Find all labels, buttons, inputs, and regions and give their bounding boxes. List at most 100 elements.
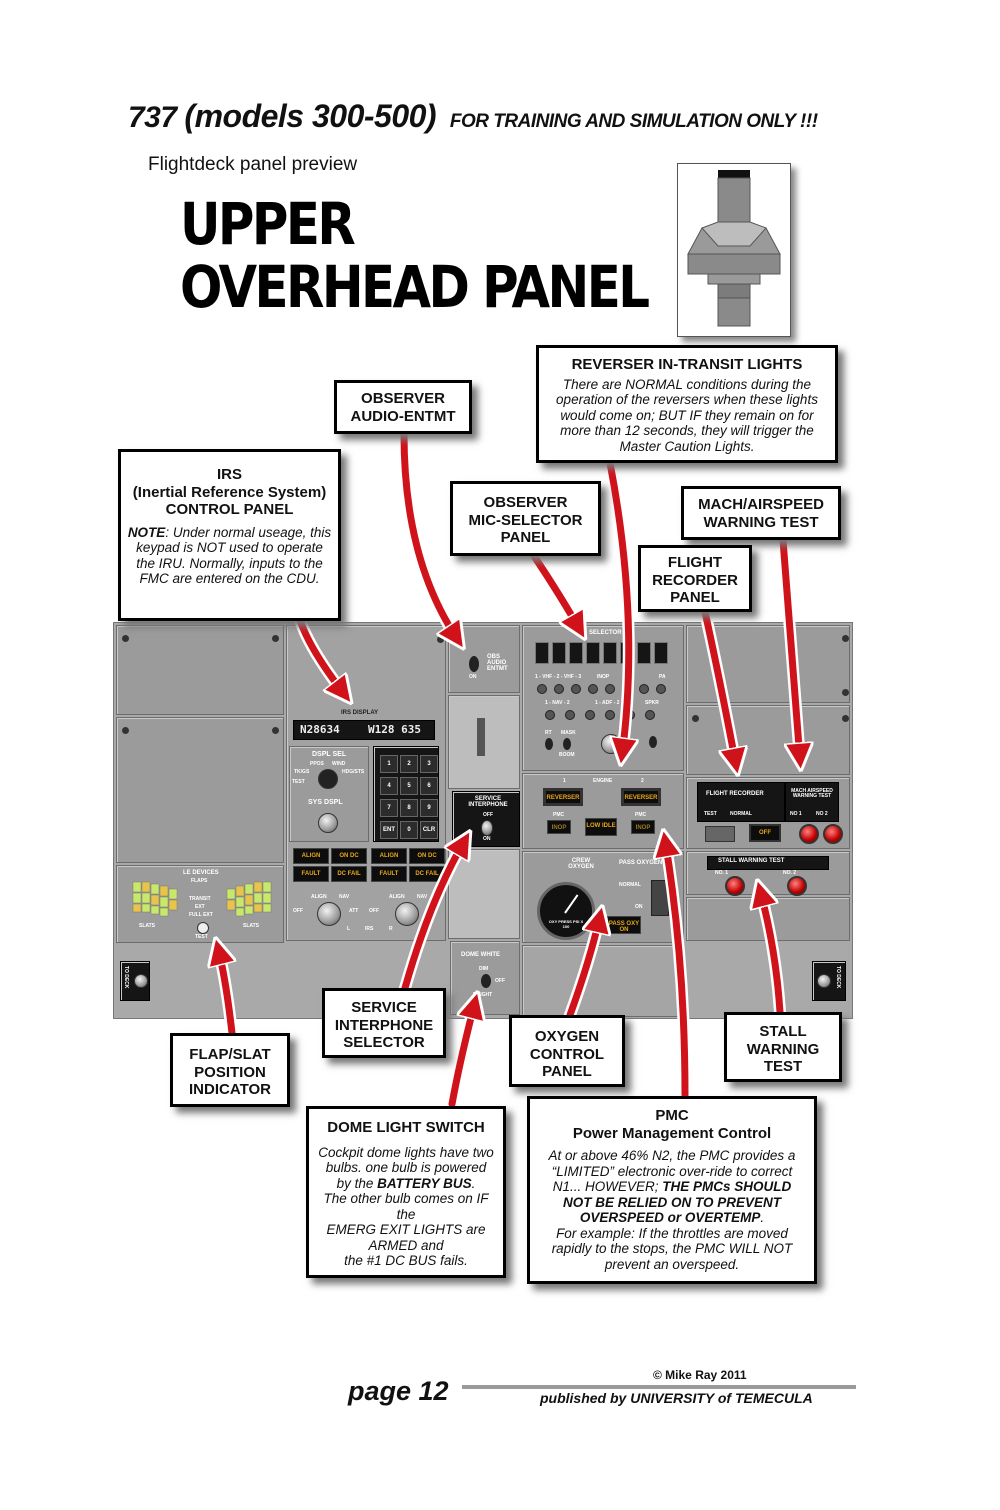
irs-display-left: N28634 bbox=[300, 723, 340, 736]
selector-volume-knob[interactable] bbox=[585, 710, 595, 720]
dspl-opt-wind: WIND bbox=[332, 761, 346, 767]
irs-right-mode-knob[interactable] bbox=[395, 902, 419, 926]
keypad-key[interactable]: CLR bbox=[420, 821, 438, 839]
callout-observer-mic: OBSERVER MIC-SELECTOR PANEL bbox=[450, 481, 601, 556]
irs-left-fault-lamp: FAULT bbox=[293, 866, 329, 882]
upper-overhead-panel: LE DEVICES FLAPS TRANSIT EXT FULL EXT SL… bbox=[113, 622, 853, 1019]
keypad-key[interactable]: 6 bbox=[420, 777, 438, 795]
mach-test-1-button[interactable] bbox=[799, 824, 819, 844]
selector-transmit-light[interactable] bbox=[569, 642, 583, 664]
selector-volume-knob[interactable] bbox=[639, 684, 649, 694]
sys-dspl-knob[interactable] bbox=[318, 813, 338, 833]
subtitle: Flightdeck panel preview bbox=[148, 154, 358, 175]
keypad-key[interactable]: 1 bbox=[380, 755, 398, 773]
selector-spkr-switch[interactable] bbox=[649, 736, 657, 748]
to-deck-right-label: TO DECK bbox=[835, 966, 841, 989]
to-deck-right-knob[interactable] bbox=[817, 974, 831, 988]
irs-display-right: W128 635 bbox=[368, 723, 421, 736]
selector-transmit-light[interactable] bbox=[637, 642, 651, 664]
blank-panel-right-top bbox=[686, 625, 850, 703]
irs-left-align-label: ALIGN bbox=[311, 894, 327, 900]
mach-test-2-button[interactable] bbox=[823, 824, 843, 844]
fr-test-switch[interactable] bbox=[705, 826, 735, 842]
le-device-lights bbox=[132, 881, 272, 917]
page-number: page 12 bbox=[348, 1376, 449, 1406]
keypad-key[interactable]: 0 bbox=[400, 821, 418, 839]
callout-flap-slat-title: FLAP/SLAT POSITION INDICATOR bbox=[189, 1046, 271, 1099]
selector-transmit-light[interactable] bbox=[552, 642, 566, 664]
blank-center-panel bbox=[448, 695, 520, 789]
selector-volume-knob[interactable] bbox=[605, 710, 615, 720]
keypad-key[interactable]: 5 bbox=[400, 777, 418, 795]
service-interphone-switch[interactable] bbox=[481, 820, 493, 836]
selector-volume-knob[interactable] bbox=[571, 684, 581, 694]
irs-right-off-label: OFF bbox=[369, 908, 379, 914]
irs-right-att-label: ATT bbox=[427, 908, 437, 914]
blank-panel-left bbox=[116, 717, 284, 863]
selector-volume-knob[interactable] bbox=[645, 710, 655, 720]
selector-volume-knob[interactable] bbox=[554, 684, 564, 694]
callout-mach: MACH/AIRSPEED WARNING TEST bbox=[681, 486, 841, 540]
stall-test-2-button[interactable] bbox=[787, 876, 807, 896]
selector-volume-knob[interactable] bbox=[625, 710, 635, 720]
callout-dome-note-bold: BATTERY BUS bbox=[377, 1175, 472, 1191]
keypad-key[interactable]: 8 bbox=[400, 799, 418, 817]
keypad-key[interactable]: 9 bbox=[420, 799, 438, 817]
selector-volume-knob[interactable] bbox=[656, 684, 666, 694]
oxygen-gauge-label: OXY PRESS PSI X 100 bbox=[548, 919, 584, 929]
selector-rt-switch[interactable] bbox=[545, 738, 553, 750]
selector-boom-label: BOOM bbox=[559, 752, 575, 758]
irs-display-label: IRS DISPLAY bbox=[341, 710, 379, 716]
keypad-key[interactable]: ENT bbox=[380, 821, 398, 839]
selector-mask-label: MASK bbox=[561, 730, 576, 736]
blank-center-lower bbox=[448, 849, 520, 939]
stall-warning-box: STALL WARNING TEST bbox=[707, 856, 829, 870]
irs-right-fault-lamp: FAULT bbox=[371, 866, 407, 882]
dspl-sel-knob[interactable] bbox=[318, 769, 338, 789]
selector-transmit-light[interactable] bbox=[654, 642, 668, 664]
pmc-2-inop-lamp: INOP bbox=[631, 820, 655, 834]
le-devices-label: LE DEVICES bbox=[183, 870, 219, 876]
keypad-key[interactable]: 4 bbox=[380, 777, 398, 795]
big-title-line-1: UPPER bbox=[180, 190, 356, 258]
le-test-button[interactable] bbox=[197, 922, 209, 934]
irs-left-mode-knob[interactable] bbox=[317, 902, 341, 926]
keypad-key[interactable]: 2 bbox=[400, 755, 418, 773]
callout-reverser-title: REVERSER IN-TRANSIT LIGHTS bbox=[571, 356, 803, 373]
selector-volume-knob[interactable] bbox=[537, 684, 547, 694]
le-ext-label: EXT bbox=[195, 904, 205, 910]
keypad-key[interactable]: 7 bbox=[380, 799, 398, 817]
document-title: 737 (models 300-500) FOR TRAINING AND SI… bbox=[128, 98, 818, 135]
to-deck-right: TO DECK bbox=[812, 961, 846, 1001]
keypad-key[interactable]: 3 bbox=[420, 755, 438, 773]
to-deck-left-knob[interactable] bbox=[134, 974, 148, 988]
selector-rotary[interactable] bbox=[601, 734, 621, 754]
selector-transmit-light[interactable] bbox=[586, 642, 600, 664]
dome-dim-label: DIM bbox=[479, 966, 489, 972]
selector-transmit-light[interactable] bbox=[603, 642, 617, 664]
pass-oxygen-guard[interactable] bbox=[651, 880, 669, 916]
le-flaps-label: FLAPS bbox=[191, 878, 208, 884]
selector-volume-knob[interactable] bbox=[545, 710, 555, 720]
irs-right-align-lamp: ALIGN bbox=[371, 848, 407, 864]
stall-test-1-button[interactable] bbox=[725, 876, 745, 896]
selector-volume-knob[interactable] bbox=[622, 684, 632, 694]
dome-bright-label: BRIGHT bbox=[473, 992, 493, 998]
selector-volume-knob[interactable] bbox=[588, 684, 598, 694]
selector-volume-knob[interactable] bbox=[605, 684, 615, 694]
callout-pmc-note-bold: THE PMCs SHOULD NOT BE RELIED ON TO PREV… bbox=[562, 1179, 792, 1226]
selector-transmit-light[interactable] bbox=[535, 642, 549, 664]
selector-mask-switch[interactable] bbox=[563, 738, 571, 750]
dome-light-switch[interactable] bbox=[481, 974, 491, 988]
irs-right-nav-label: NAV bbox=[417, 894, 428, 900]
obs-audio-switch[interactable] bbox=[469, 656, 479, 672]
dspl-sel-label: DSPL SEL bbox=[312, 751, 347, 758]
obs-audio-label: OBS AUDIO ENTMT bbox=[487, 654, 508, 672]
selector-volume-knob[interactable] bbox=[565, 710, 575, 720]
selector-transmit-light[interactable] bbox=[620, 642, 634, 664]
callout-service-interphone: SERVICE INTERPHONE SELECTOR bbox=[322, 988, 446, 1058]
le-transit-label: TRANSIT bbox=[189, 896, 211, 902]
irs-lamps: ALIGN ON DC ALIGN ON DC FAULT DC FAIL FA… bbox=[293, 848, 445, 884]
selector-lights bbox=[535, 642, 675, 666]
